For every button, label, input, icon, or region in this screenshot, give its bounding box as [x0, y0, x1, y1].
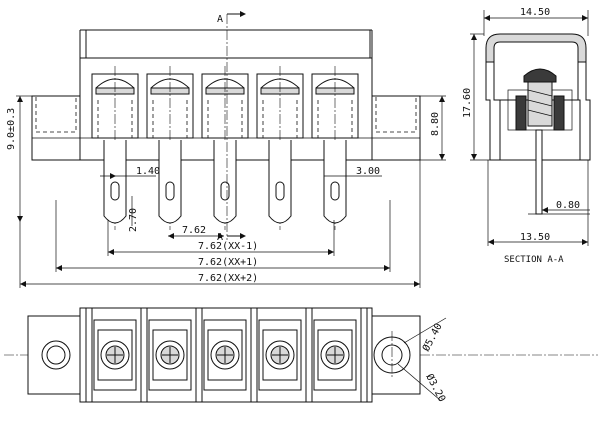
span-3-label: 7.62(XX+2)	[198, 273, 258, 284]
top-terminal	[313, 319, 357, 391]
left-flange	[31, 95, 81, 161]
pin-length-label: 2.70	[128, 208, 139, 232]
front-view: A A 9.0±0.3 8.80 1.40 3.00 2.70 7.62	[6, 11, 446, 288]
hole-dia-1-label: Ø5.40	[420, 321, 445, 353]
cover-profile	[485, 33, 587, 63]
section-pin	[535, 129, 543, 215]
left-mount-inner	[46, 345, 66, 365]
top-terminal	[258, 319, 302, 391]
height-dim-label: 8.80	[430, 112, 441, 136]
pitch-label: 7.62	[182, 225, 206, 236]
height-label: 17.60	[462, 88, 473, 118]
pin	[158, 140, 182, 224]
top-width-label: 14.50	[520, 7, 550, 18]
pins	[103, 140, 347, 224]
barrier	[85, 307, 93, 403]
barrier	[250, 307, 258, 403]
top-terminal	[148, 319, 192, 391]
section-view: 14.50 17.60 0.80 13.50	[462, 7, 591, 265]
right-flange	[371, 95, 421, 161]
pin-spacing-label: 1.40	[136, 166, 160, 177]
screw-head	[523, 68, 557, 83]
pin	[323, 140, 347, 224]
barrier	[195, 307, 203, 403]
height-tol-label: 9.0±0.3	[6, 108, 17, 150]
top-terminal	[93, 319, 137, 391]
top-view: Ø5.40 Ø3.20	[4, 307, 598, 404]
hole-dia-2-label: Ø3.20	[423, 372, 448, 404]
span-1-label: 7.62(XX-1)	[198, 241, 258, 252]
top-terminal	[203, 319, 247, 391]
pin	[268, 140, 292, 224]
terminal-cell	[91, 66, 139, 230]
span-2-label: 7.62(XX+1)	[198, 257, 258, 268]
top-terminal-cells	[85, 307, 368, 403]
pin	[213, 140, 237, 224]
terminal-cell	[311, 66, 359, 230]
pin	[103, 140, 127, 224]
screw-shank	[527, 81, 553, 127]
barrier	[305, 307, 313, 403]
terminal-cells	[91, 66, 359, 230]
barrier	[140, 307, 148, 403]
barrier	[360, 307, 368, 403]
section-title: SECTION A-A	[504, 255, 564, 265]
terminal-cell	[146, 66, 194, 230]
bottom-width-label: 13.50	[520, 232, 550, 243]
section-marker-top: A	[217, 14, 223, 25]
pin-thickness-label: 0.80	[556, 200, 580, 211]
terminal-cell	[201, 66, 249, 230]
pin-width-label: 3.00	[356, 166, 380, 177]
top-cover	[85, 29, 371, 59]
